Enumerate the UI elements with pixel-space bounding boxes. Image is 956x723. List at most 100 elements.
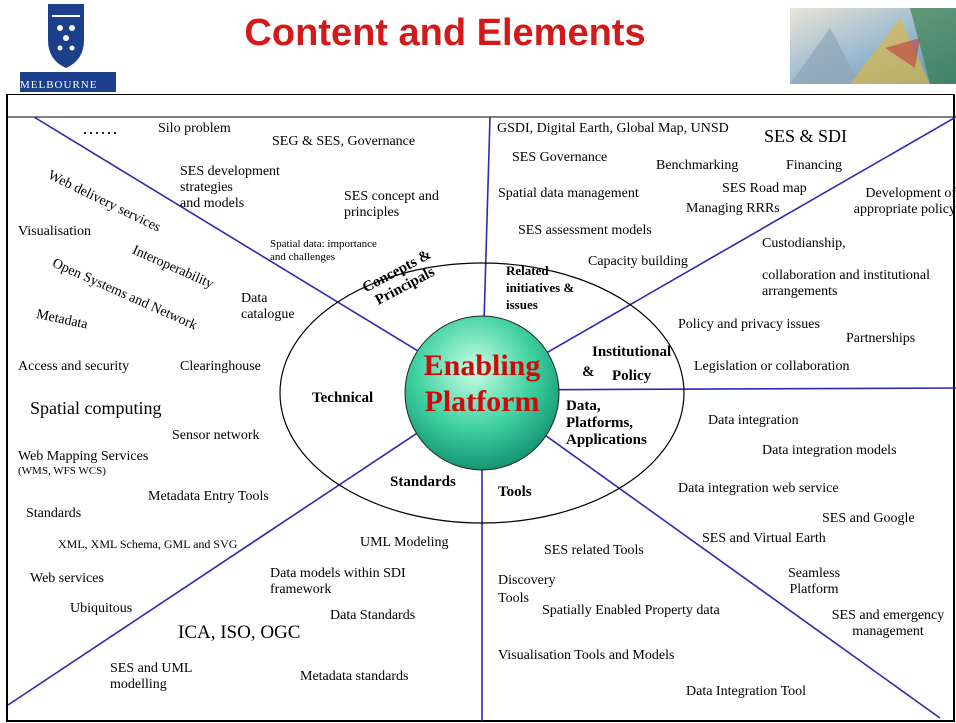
sector-institutional-3: Policy — [612, 368, 652, 384]
sector-institutional-2: & — [582, 364, 595, 380]
university-logo — [20, 4, 116, 92]
label-data-catalogue-1: Data — [241, 291, 268, 306]
hub-line-1: Enabling — [423, 349, 541, 382]
sector-data-line2: Platforms, — [566, 415, 634, 431]
logo-line-1: THE UNIVERSITY OF — [20, 71, 108, 81]
label-emergency-2: management — [852, 624, 924, 639]
label-ses-google: SES and Google — [822, 511, 915, 526]
label-standards: Standards — [26, 506, 82, 521]
sector-related-line2: initiatives & — [506, 280, 575, 295]
label-collab-2: arrangements — [762, 284, 838, 299]
outer-ellipse — [279, 262, 685, 524]
logo-line-2: MELBOURNE — [20, 79, 98, 91]
label-ubiquitous: Ubiquitous — [70, 601, 133, 616]
label-discovery-1: Discovery — [498, 573, 556, 588]
label-seamless: Seamless Platform — [782, 566, 846, 598]
label-capacity: Capacity building — [588, 254, 688, 269]
label-partnerships: Partnerships — [846, 331, 916, 346]
sector-data-line3: Applications — [566, 432, 647, 448]
sector-data: Data, Platforms, Applications — [566, 398, 647, 449]
sector-standards: Standards — [390, 474, 456, 490]
label-ses-concept-1: SES concept and — [344, 189, 439, 204]
label-data-catalogue: Data catalogue — [241, 291, 295, 323]
label-managing-rrrs: Managing RRRs — [686, 201, 780, 216]
label-data-integration: Data integration — [708, 413, 799, 428]
divider-line — [481, 116, 956, 391]
sector-institutional-1: Institutional — [592, 344, 672, 360]
label-collab-1: collaboration and institutional — [762, 268, 930, 283]
label-ses-tools: SES related Tools — [544, 543, 644, 558]
label-wms: Web Mapping Services (WMS, WFS WCS) — [18, 449, 148, 478]
header: THE UNIVERSITY OF MELBOURNE Content and … — [0, 0, 956, 94]
sector-related: Related initiatives & issues — [506, 262, 574, 313]
label-data-models-2: framework — [270, 582, 332, 597]
label-ses-uml-2: modelling — [110, 677, 167, 692]
label-ses-ve: SES and Virtual Earth — [702, 531, 826, 546]
label-spatial-mgmt: Spatial data management — [498, 186, 639, 201]
header-photo — [790, 8, 956, 84]
label-data-models-1: Data models within SDI — [270, 566, 406, 581]
label-dev-policy-1: Development of — [865, 186, 956, 201]
label-wms-2: (WMS, WFS WCS) — [18, 465, 106, 477]
divider-line — [481, 387, 956, 391]
label-data-catalogue-2: catalogue — [241, 307, 295, 322]
label-di-tool: Data Integration Tool — [686, 684, 807, 699]
label-di-web: Data integration web service — [678, 481, 839, 496]
label-sensor: Sensor network — [172, 428, 260, 443]
label-dev-policy-2: appropriate policy — [853, 202, 956, 217]
label-custodianship: Custodianship, — [762, 236, 846, 251]
sector-related-line3: issues — [506, 297, 538, 312]
page-title: Content and Elements — [244, 12, 646, 54]
label-roadmap: SES Road map — [722, 181, 807, 196]
label-ses-dev-1: SES development — [180, 164, 280, 179]
label-ica: ICA, ISO, OGC — [178, 622, 301, 643]
label-metadata-standards: Metadata standards — [300, 669, 409, 684]
label-seamless-2: Platform — [789, 582, 839, 597]
label-policy-privacy: Policy and privacy issues — [678, 317, 820, 332]
label-ses-assessment: SES assessment models — [518, 223, 652, 238]
label-collaboration: collaboration and institutional arrangem… — [762, 268, 930, 300]
label-ses-dev-3: and models — [180, 196, 245, 211]
label-benchmarking: Benchmarking — [656, 158, 739, 173]
hub-line-2: Platform — [424, 385, 540, 418]
label-ses-governance: SES Governance — [512, 150, 608, 165]
label-silo: Silo problem — [158, 121, 231, 136]
sector-data-line1: Data, — [566, 398, 601, 414]
label-ses-dev-2: strategies — [180, 180, 233, 195]
label-spatial-imp-2: and challenges — [270, 251, 336, 263]
divider-line — [481, 389, 941, 719]
label-dev-policy: Development of appropriate policy — [822, 186, 956, 218]
label-clearinghouse: Clearinghouse — [180, 359, 261, 374]
label-web-services: Web services — [30, 571, 104, 586]
label-emergency-1: SES and emergency — [831, 608, 945, 623]
label-ses-dev: SES development strategies and models — [180, 164, 280, 212]
label-wms-1: Web Mapping Services — [18, 449, 149, 464]
sector-related-line1: Related — [506, 263, 549, 278]
label-ses-sdi: SES & SDI — [764, 126, 848, 146]
label-access: Access and security — [18, 359, 130, 374]
label-uml-modeling: UML Modeling — [360, 535, 449, 550]
label-financing: Financing — [786, 158, 842, 173]
label-dots: …… — [82, 118, 118, 138]
label-emergency: SES and emergency management — [820, 608, 956, 640]
label-legislation: Legislation or collaboration — [694, 359, 850, 374]
divider-line — [7, 389, 483, 706]
label-di-models: Data integration models — [762, 443, 897, 458]
label-discovery-2: Tools — [498, 591, 529, 606]
label-vis-tools: Visualisation Tools and Models — [498, 648, 675, 663]
label-seamless-1: Seamless — [787, 566, 841, 581]
label-visualisation: Visualisation — [18, 224, 92, 239]
label-ses-concept: SES concept and principles — [344, 189, 439, 221]
label-xml: XML, XML Schema, GML and SVG — [58, 537, 238, 551]
label-discovery: Discovery Tools — [498, 573, 556, 607]
label-metadata-entry: Metadata Entry Tools — [148, 489, 269, 504]
sector-tools: Tools — [498, 484, 532, 500]
label-gsdi: GSDI, Digital Earth, Global Map, UNSD — [497, 121, 729, 136]
label-ses-uml-1: SES and UML — [110, 661, 193, 676]
label-spatial-imp-1: Spatial data: importance — [270, 238, 377, 250]
divider-line — [33, 116, 483, 391]
hub-circle — [404, 315, 560, 471]
label-data-standards: Data Standards — [330, 608, 416, 623]
label-data-models: Data models within SDI framework — [270, 566, 406, 598]
diagram-frame — [6, 94, 956, 722]
